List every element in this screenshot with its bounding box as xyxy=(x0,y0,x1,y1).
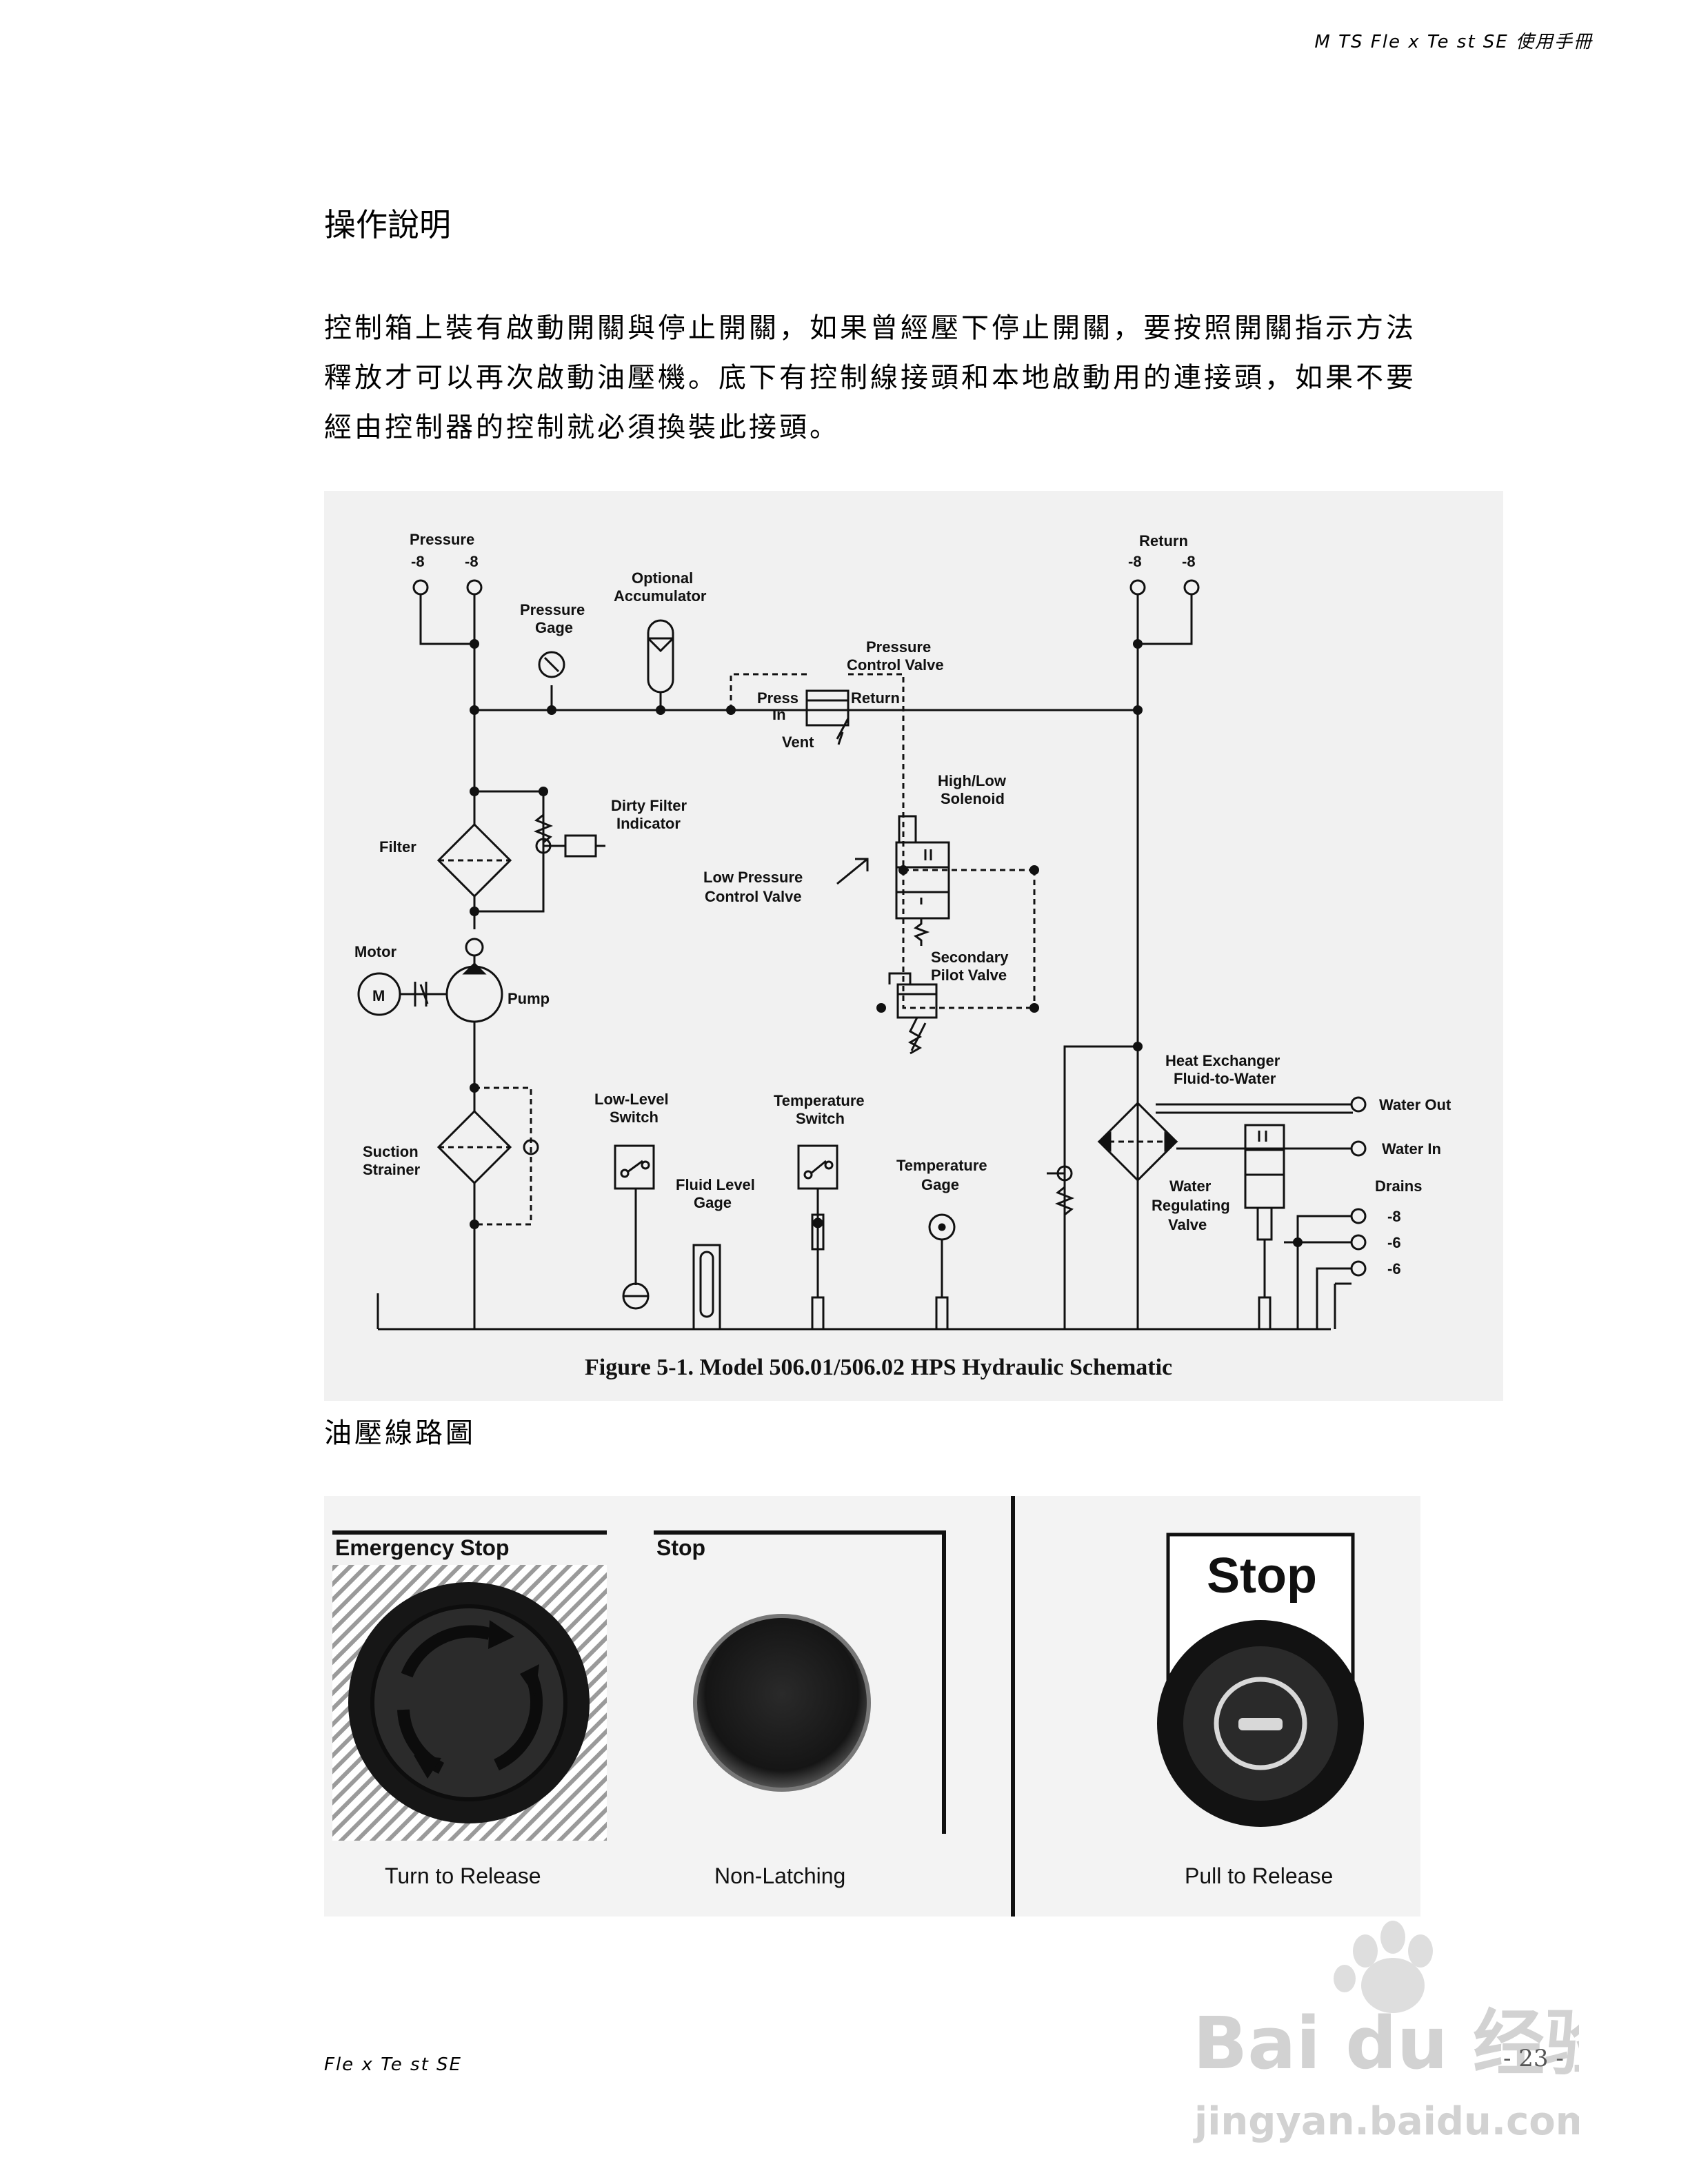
label-dirty-filter-indicator: Dirty Filter xyxy=(611,797,687,814)
label-vent: Vent xyxy=(782,734,814,751)
label-temperature-switch: Switch xyxy=(796,1110,845,1127)
label-optional-accumulator: Optional xyxy=(632,569,693,587)
label-pressure-control-valve: Pressure xyxy=(866,638,931,656)
label-heat-exchanger: Fluid-to-Water xyxy=(1174,1070,1276,1087)
schematic-caption-zh: 油壓線路圖 xyxy=(324,1417,476,1449)
baidu-watermark: Bai du 经验 jingyan.baidu.com xyxy=(1179,1910,1616,2158)
label-dirty-filter-indicator: Indicator xyxy=(616,815,681,832)
divider xyxy=(1011,1496,1015,1917)
label-motor: Motor xyxy=(354,943,397,960)
watermark-url: jingyan.baidu.com xyxy=(1193,2099,1579,2144)
paragraph-line: 控制箱上裝有啟動開關與停止開關，如果曾經壓下停止開關，要按照開關指示方法 xyxy=(324,312,1416,344)
label-secondary-pilot-valve: Secondary xyxy=(931,949,1009,966)
watermark-brand: Bai du 经验 xyxy=(1193,2001,1579,2085)
label-temperature-gage: Temperature xyxy=(896,1157,987,1174)
label-drain-port: -6 xyxy=(1387,1234,1401,1251)
label-drain-port: -6 xyxy=(1387,1260,1401,1277)
label-temperature-gage: Gage xyxy=(921,1176,959,1193)
label-return-port: -8 xyxy=(1128,553,1142,570)
fluid-level-gage-symbol xyxy=(692,1244,721,1331)
label-return-port: -8 xyxy=(1182,553,1196,570)
dirty-filter-indicator-symbol xyxy=(564,834,597,858)
emergency-stop-title: Emergency Stop xyxy=(335,1535,510,1560)
paragraph-line: 釋放才可以再次啟動油壓機。底下有控制線接頭和本地啟動用的連接頭，如果不要 xyxy=(324,362,1416,394)
label-pump: Pump xyxy=(508,990,550,1007)
label-water-regulating-valve: Regulating xyxy=(1152,1197,1230,1214)
label-press-in: Press xyxy=(757,689,798,707)
footer-product: Fle x Te st SE xyxy=(324,2054,462,2075)
return-port xyxy=(1129,579,1146,596)
label-suction-strainer: Suction xyxy=(363,1143,419,1160)
pressure-control-valve-symbol xyxy=(805,689,850,727)
body-paragraph: 控制箱上裝有啟動開關與停止開關，如果曾經壓下停止開關，要按照開關指示方法 釋放才… xyxy=(324,303,1510,452)
paragraph-line: 經由控制器的控制就必須換裝此接頭。 xyxy=(324,412,840,443)
water-in-port xyxy=(1350,1140,1367,1157)
label-drains: Drains xyxy=(1375,1177,1422,1195)
high-low-solenoid-valve xyxy=(895,841,950,920)
label-low-level-switch: Switch xyxy=(610,1109,659,1126)
label-pressure-port: -8 xyxy=(411,553,425,570)
figure-caption: Figure 5-1. Model 506.01/506.02 HPS Hydr… xyxy=(585,1355,1172,1380)
label-heat-exchanger: Heat Exchanger xyxy=(1165,1052,1280,1069)
label-fluid-level-gage: Fluid Level xyxy=(676,1176,755,1193)
label-press-in: In xyxy=(772,706,786,723)
label-pressure-gage: Gage xyxy=(535,619,573,636)
hydraulic-schematic-figure: Pressure -8 -8 Pressure Gage Optional Ac… xyxy=(324,491,1503,1401)
page-number: - 23 - xyxy=(1503,2045,1564,2072)
label-return-port: Return xyxy=(851,689,900,707)
label-fluid-level-gage: Gage xyxy=(694,1194,732,1211)
pressure-port xyxy=(466,579,483,596)
running-header: M TS Fle x Te st SE 使用手冊 xyxy=(1314,32,1593,52)
water-regulating-valve-symbol xyxy=(1244,1124,1285,1209)
label-return: Return xyxy=(1139,532,1188,549)
label-suction-strainer: Strainer xyxy=(363,1161,421,1178)
label-water-regulating-valve: Water xyxy=(1169,1177,1212,1195)
label-temperature-switch: Temperature xyxy=(774,1092,865,1109)
label-water-in: Water In xyxy=(1382,1140,1441,1157)
label-pressure-control-valve: Control Valve xyxy=(847,656,944,674)
label-high-low-solenoid: Solenoid xyxy=(941,790,1005,807)
label-low-level-switch: Low-Level xyxy=(594,1091,669,1108)
return-port xyxy=(1183,579,1200,596)
pump-symbol xyxy=(445,965,503,1023)
label-low-pressure-control-valve: Control Valve xyxy=(705,888,802,905)
solenoid-symbol xyxy=(898,815,917,844)
stop-button[interactable] xyxy=(693,1614,871,1792)
paw-logo-icon xyxy=(1334,1921,1433,2013)
label-high-low-solenoid: High/Low xyxy=(938,772,1007,789)
pressure-port xyxy=(412,579,429,596)
accumulator-symbol xyxy=(647,619,674,694)
emergency-stop-caption: Turn to Release xyxy=(385,1863,541,1888)
label-water-out: Water Out xyxy=(1379,1096,1451,1113)
label-pressure-gage: Pressure xyxy=(520,601,585,618)
section-title: 操作說明 xyxy=(324,206,451,243)
label-pressure: Pressure xyxy=(410,531,474,548)
label-filter: Filter xyxy=(379,838,416,856)
label-water-regulating-valve: Valve xyxy=(1168,1216,1207,1233)
label-secondary-pilot-valve: Pilot Valve xyxy=(931,967,1007,984)
pull-caption: Pull to Release xyxy=(1185,1863,1333,1888)
minus-circle-icon xyxy=(1214,1677,1307,1770)
label-motor-symbol: M xyxy=(372,987,385,1004)
stop-title: Stop xyxy=(656,1535,705,1560)
pressure-gage-symbol xyxy=(538,651,565,678)
stop-plate-text: Stop xyxy=(1207,1548,1317,1604)
label-pressure-port: -8 xyxy=(465,553,479,570)
label-drain-port: -8 xyxy=(1387,1208,1401,1225)
stop-caption: Non-Latching xyxy=(714,1863,845,1888)
hydraulic-schematic: Pressure -8 -8 Pressure Gage Optional Ac… xyxy=(354,531,1451,1380)
low-level-switch-symbol xyxy=(614,1144,655,1190)
stop-buttons-figure: Emergency Stop Turn to Release Stop Non-… xyxy=(324,1496,1420,1917)
water-out-port xyxy=(1350,1096,1367,1113)
label-optional-accumulator: Accumulator xyxy=(614,587,707,605)
label-low-pressure-control-valve: Low Pressure xyxy=(703,869,803,886)
